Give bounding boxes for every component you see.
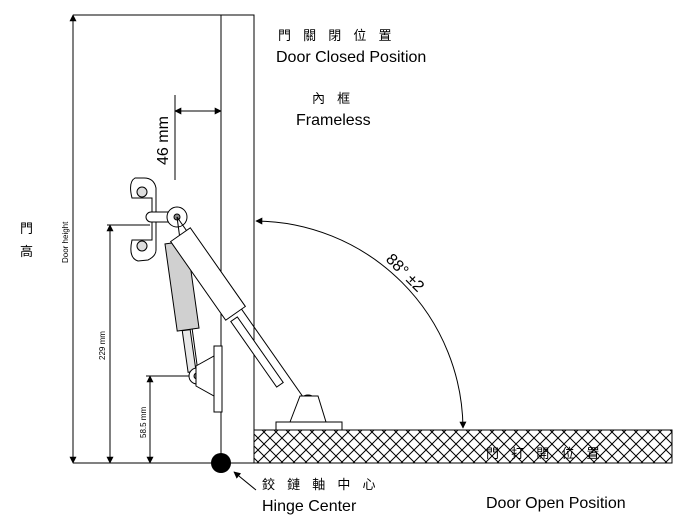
angle-label: 88° ±2 [382, 251, 427, 296]
dimension-229 [106, 224, 150, 464]
hinge-center [211, 453, 257, 491]
offset-dimension-label: 46 mm [155, 116, 172, 165]
dimension-46 [174, 95, 222, 180]
dimension-58 [146, 375, 193, 464]
door-height-cn-1: 門 [20, 222, 33, 237]
open-position-en: Door Open Position [486, 495, 626, 512]
frameless-en: Frameless [296, 112, 371, 129]
hinge-center-cn: 鉸 鏈 軸 中 心 [262, 477, 380, 493]
door-open [253, 429, 673, 464]
cabinet-panel [73, 14, 221, 464]
frameless-cn: 內 框 [312, 92, 354, 107]
door-closed [220, 14, 255, 464]
open-position-cn: 門 打 開 位 置 [486, 447, 604, 462]
closed-position-cn: 門 關 閉 位 置 [278, 29, 396, 44]
gas-strut-closed [164, 216, 206, 385]
dimension-229-label: 229 mm [98, 331, 107, 360]
door-height-cn-2: 高 [20, 244, 33, 260]
closed-position-en: Door Closed Position [276, 49, 426, 66]
door-bracket [195, 345, 223, 413]
angle-arc [255, 217, 467, 429]
door-height-label: Door height [61, 221, 70, 263]
hinge-center-en: Hinge Center [262, 498, 357, 515]
dimension-58-label: 58.5 mm [139, 407, 148, 438]
